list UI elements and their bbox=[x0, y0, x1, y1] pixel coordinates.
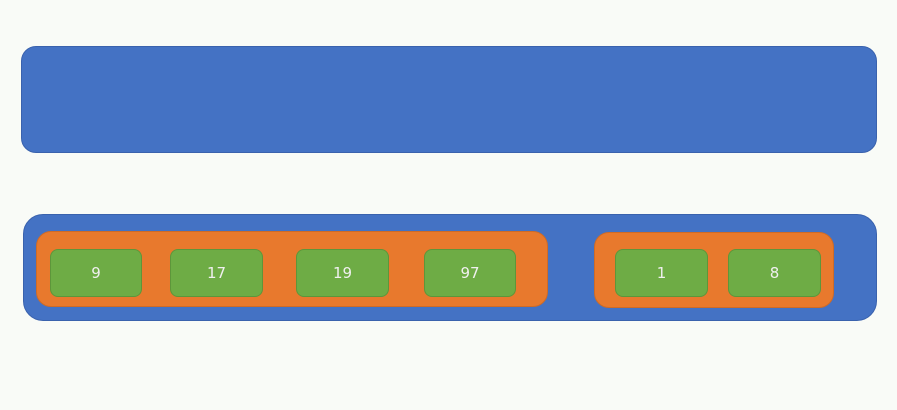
node-value: 8 bbox=[728, 249, 821, 297]
node-value: 97 bbox=[424, 249, 516, 297]
node-group-1: 9 17 19 97 bbox=[36, 231, 548, 307]
bottom-panel: 9 17 19 97 1 8 bbox=[23, 214, 877, 321]
node-value: 1 bbox=[615, 249, 708, 297]
node-value: 19 bbox=[296, 249, 389, 297]
node-value: 17 bbox=[170, 249, 263, 297]
top-panel bbox=[21, 46, 877, 153]
node-value: 9 bbox=[50, 249, 142, 297]
node-group-2: 1 8 bbox=[594, 232, 834, 308]
